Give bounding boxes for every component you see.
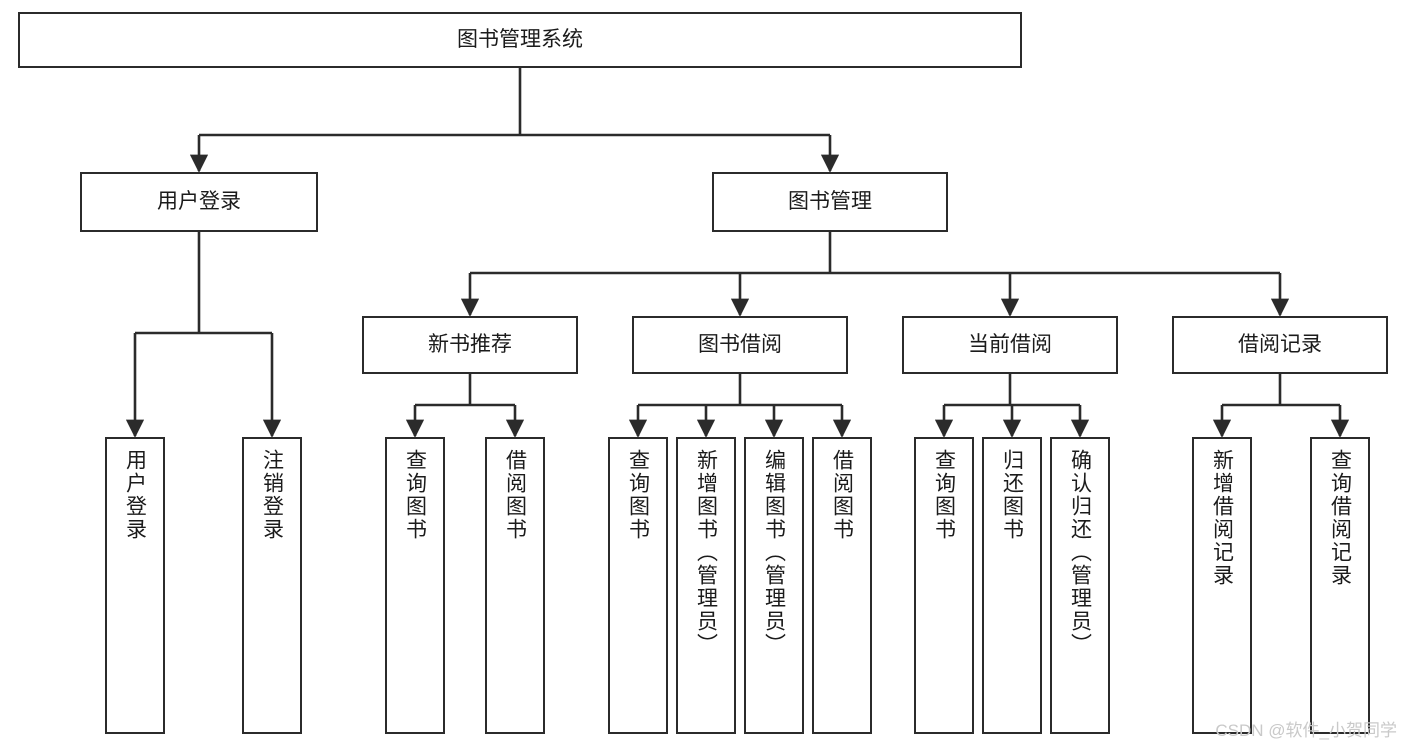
- node-leaf-query-book-2[interactable]: 查询图书: [608, 437, 668, 734]
- node-label: 新书推荐: [428, 332, 512, 356]
- csdn-watermark: CSDN @软件_小贺同学: [1215, 721, 1397, 740]
- node-book-borrow[interactable]: 图书借阅: [632, 316, 848, 374]
- node-leaf-confirm-return[interactable]: 确认归还（管理员）: [1050, 437, 1110, 734]
- node-label: 查询图书: [932, 449, 956, 541]
- node-leaf-edit-book[interactable]: 编辑图书（管理员）: [744, 437, 804, 734]
- node-leaf-query-book-3[interactable]: 查询图书: [914, 437, 974, 734]
- node-label: 图书管理系统: [457, 27, 583, 51]
- node-root[interactable]: 图书管理系统: [18, 12, 1022, 68]
- node-label: 归还图书: [1000, 449, 1024, 541]
- node-label: 查询图书: [626, 449, 650, 541]
- node-leaf-borrow-book-1[interactable]: 借阅图书: [485, 437, 545, 734]
- node-leaf-add-record[interactable]: 新增借阅记录: [1192, 437, 1252, 734]
- node-label: 新增图书（管理员）: [694, 449, 718, 656]
- node-borrow-record[interactable]: 借阅记录: [1172, 316, 1388, 374]
- node-label: 新增借阅记录: [1210, 449, 1234, 587]
- node-leaf-return-book[interactable]: 归还图书: [982, 437, 1042, 734]
- node-label: 查询图书: [403, 449, 427, 541]
- node-leaf-borrow-book-2[interactable]: 借阅图书: [812, 437, 872, 734]
- node-label: 查询借阅记录: [1328, 449, 1352, 587]
- node-user-login[interactable]: 用户登录: [80, 172, 318, 232]
- node-label: 图书管理: [788, 189, 872, 213]
- node-label: 借阅记录: [1238, 332, 1322, 356]
- node-leaf-logout[interactable]: 注销登录: [242, 437, 302, 734]
- node-label: 注销登录: [260, 449, 284, 541]
- node-new-book-rec[interactable]: 新书推荐: [362, 316, 578, 374]
- node-label: 用户登录: [123, 449, 147, 541]
- node-leaf-user-login[interactable]: 用户登录: [105, 437, 165, 734]
- node-label: 借阅图书: [830, 449, 854, 541]
- node-label: 图书借阅: [698, 332, 782, 356]
- node-leaf-add-book[interactable]: 新增图书（管理员）: [676, 437, 736, 734]
- node-label: 确认归还（管理员）: [1068, 449, 1092, 656]
- node-label: 借阅图书: [503, 449, 527, 541]
- node-label: 当前借阅: [968, 332, 1052, 356]
- node-leaf-query-record[interactable]: 查询借阅记录: [1310, 437, 1370, 734]
- node-book-manage[interactable]: 图书管理: [712, 172, 948, 232]
- node-leaf-query-book-1[interactable]: 查询图书: [385, 437, 445, 734]
- node-current-borrow[interactable]: 当前借阅: [902, 316, 1118, 374]
- node-label: 用户登录: [157, 189, 241, 213]
- node-label: 编辑图书（管理员）: [762, 449, 786, 656]
